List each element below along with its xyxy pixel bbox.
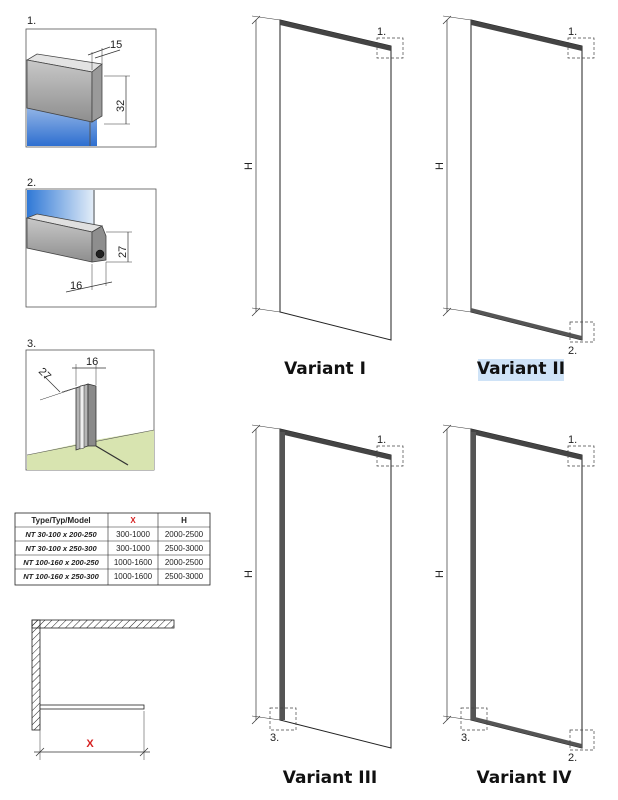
variant-2-bottom-profile: [471, 308, 582, 340]
table-header-type: Type/Typ/Model: [31, 516, 90, 525]
detail-3-floor: [27, 430, 154, 470]
variant-4-marker-2: 2.: [568, 752, 577, 764]
variant-3-marker-1: 1.: [377, 434, 386, 446]
variant-4-marker-3: 3.: [461, 732, 470, 744]
variant-2-marker-1: 1.: [568, 26, 577, 38]
variant-4-wall-profile: [471, 432, 476, 720]
table-header-x: X: [130, 516, 136, 525]
plan-glass-panel: [39, 704, 145, 710]
variant-4-marker-1: 1.: [568, 434, 577, 446]
detail-1-dim-line: [87, 46, 111, 56]
detail-3-ext-line: [61, 383, 89, 393]
variant-3-marker-3: 3.: [270, 732, 279, 744]
plan-wall-top: [31, 619, 175, 629]
table-cell-model: NT 100-160 x 200-250: [23, 558, 99, 567]
table-header-h: H: [181, 516, 187, 525]
detail-3: 3. 27 16: [25, 338, 155, 471]
variant-1-top-profile: [280, 20, 391, 51]
table-cell-h: 2500-3000: [165, 544, 204, 553]
table-cell-h: 2000-2500: [165, 558, 204, 567]
table-cell-x: 300-1000: [116, 544, 150, 553]
variant-3-wall-profile: [280, 432, 285, 720]
variant-4-bottom-profile: [471, 716, 582, 748]
table-cell-x: 1000-1600: [114, 572, 153, 581]
variant-2-marker-2: 2.: [568, 345, 577, 357]
detail-1-dim-width: 15: [110, 39, 122, 51]
variant-4-detail-box-1: [567, 445, 595, 467]
variant-1: 1. H Variant I: [243, 15, 404, 379]
variant-4-label: Variant IV: [476, 768, 572, 788]
variant-2-glass-panel: [470, 19, 583, 341]
variant-1-h-label: H: [243, 162, 255, 170]
detail-1-profile-side: [91, 63, 103, 123]
table-border: [14, 512, 211, 586]
plan-view: X: [31, 619, 175, 760]
detail-2-marker: 2.: [27, 177, 36, 189]
detail-1-marker: 1.: [27, 15, 36, 27]
variant-2-top-profile: [471, 20, 582, 51]
variant-2-detail-box-1: [567, 37, 595, 59]
variant-2-label-highlight: [478, 359, 564, 381]
variant-3-glass-panel: [279, 428, 392, 749]
detail-2: 2. 27 16: [25, 177, 157, 308]
table-cell-x: 1000-1600: [114, 558, 153, 567]
detail-3-dim-width: 16: [86, 356, 98, 368]
table-cell-model: NT 30-100 x 250-300: [25, 544, 97, 553]
table-cell-model: NT 100-160 x 250-300: [23, 572, 99, 581]
variant-2-detail-box-2: [569, 321, 595, 343]
variant-1-marker-1: 1.: [377, 26, 386, 38]
plan-x-label: X: [86, 738, 94, 750]
detail-3-marker: 3.: [27, 338, 36, 350]
variant-3-detail-box-3: [269, 707, 297, 731]
variant-1-detail-box-1: [376, 37, 404, 59]
detail-2-dim-width: 16: [70, 280, 82, 292]
variant-4-h-label: H: [434, 570, 446, 578]
detail-3-glass-bottom: [95, 445, 129, 466]
variant-3-detail-box-1: [376, 445, 404, 467]
variant-4-top-profile: [471, 429, 582, 460]
detail-1-dim-height: 32: [115, 100, 127, 112]
variant-4-detail-box-3: [460, 707, 488, 731]
variant-4-detail-box-2: [569, 729, 595, 751]
variant-3-label: Variant III: [283, 768, 378, 788]
variant-1-label: Variant I: [284, 359, 366, 379]
dimension-table: Type/Typ/Model X H NT 30-100 x 200-250 3…: [14, 512, 211, 586]
detail-3-wall-profile-side: [87, 383, 97, 447]
variant-2: 1. 2. H Variant II: [434, 15, 595, 381]
detail-2-dim-line: [65, 281, 113, 293]
detail-3-profile-slot: [79, 384, 85, 450]
variant-4: 1. 3. 2. H Variant IV: [434, 424, 595, 788]
variant-1-glass-panel: [279, 19, 392, 341]
variant-2-h-label: H: [434, 162, 446, 170]
table-cell-h: 2500-3000: [165, 572, 204, 581]
detail-2-dim-height: 27: [117, 246, 129, 258]
variant-2-label: Variant II: [477, 359, 565, 379]
detail-3-dim-line: [43, 375, 61, 393]
variant-3: 1. 3. H Variant III: [243, 424, 404, 788]
detail-2-end-cap-icon: [95, 249, 105, 259]
variant-3-top-profile: [280, 429, 391, 460]
table-cell-model: NT 30-100 x 200-250: [25, 530, 97, 539]
variant-3-h-label: H: [243, 570, 255, 578]
variant-4-glass-panel: [470, 428, 583, 749]
detail-3-ext-line: [39, 387, 77, 401]
table-cell-h: 2000-2500: [165, 530, 204, 539]
detail-1: 1. 15 32: [25, 15, 157, 148]
detail-1-dim-line: [94, 49, 121, 59]
table-cell-x: 300-1000: [116, 530, 150, 539]
plan-wall-left: [31, 619, 41, 731]
